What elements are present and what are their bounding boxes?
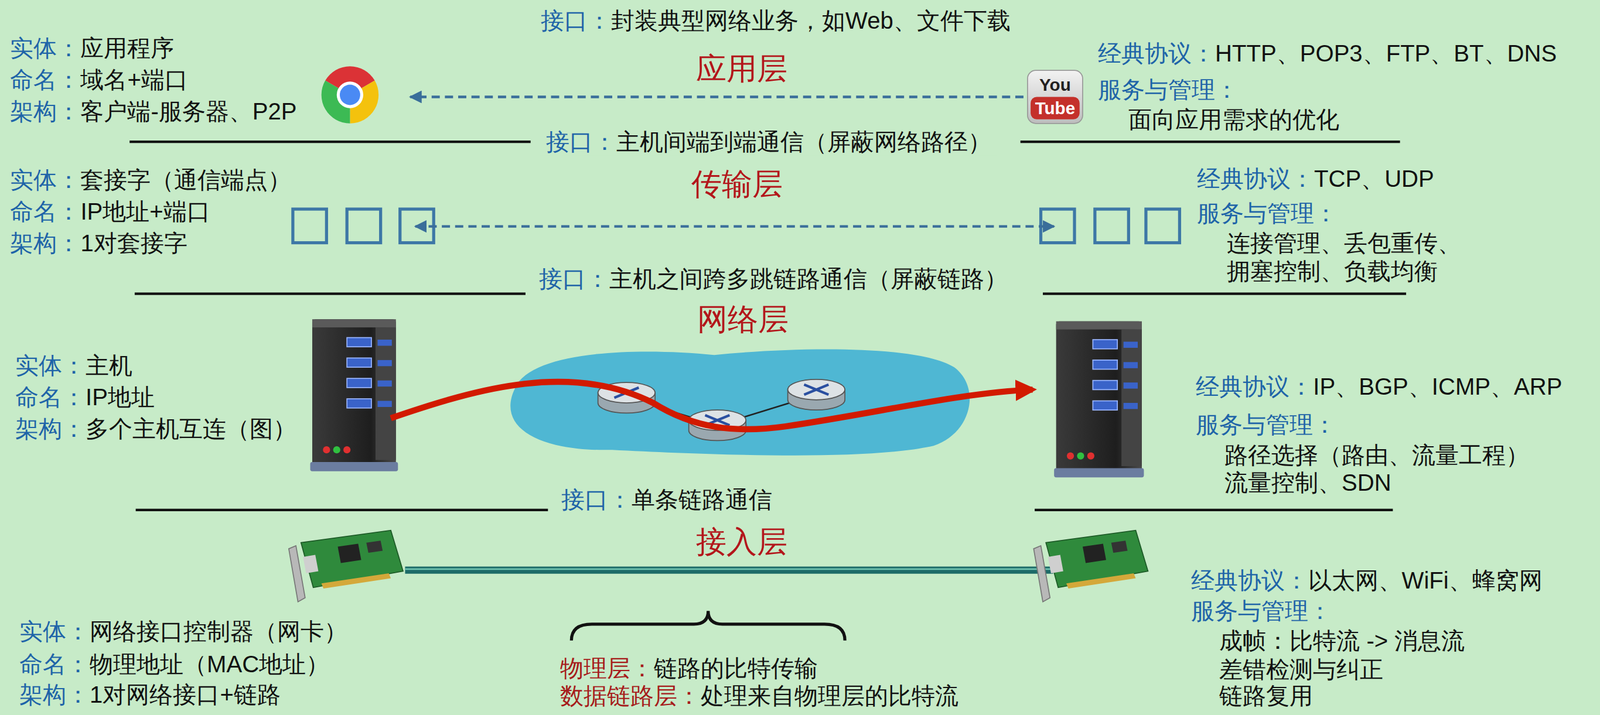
router-symbol: [598, 379, 845, 442]
field-label: 经典协议：: [1195, 372, 1313, 401]
link-line: [404, 569, 1053, 571]
field-label: 服务与管理：: [1196, 199, 1338, 228]
server-icon: [309, 319, 1144, 478]
field-value: 成帧：比特流 -> 消息流: [1219, 626, 1465, 655]
field-value: 路径选择（路由、流量工程）: [1224, 441, 1530, 470]
field-label: 命名：: [9, 196, 81, 225]
route-arrow: [390, 381, 1033, 430]
layer-separator: [129, 141, 1407, 511]
browser-icon: [321, 66, 380, 124]
field-label: 服务与管理：: [1195, 410, 1337, 439]
layer-title: 传输层: [691, 165, 783, 203]
video-site-icon: [1027, 70, 1083, 124]
field-label: 命名：: [15, 382, 86, 411]
field-value: 主机之间跨多跳链路通信（屏蔽链路）: [609, 264, 1008, 293]
field-value: 主机: [85, 350, 133, 380]
field-value: HTTP、POP3、FTP、BT、DNS: [1215, 39, 1557, 68]
field-value: 拥塞控制、负载均衡: [1226, 257, 1438, 286]
field-label: 接口：: [540, 6, 612, 35]
field-value: 以太网、WiFi、蜂窝网: [1308, 566, 1543, 595]
field-value: 链路的比特传输: [653, 654, 818, 683]
field-label: 架构：: [19, 680, 90, 709]
sublayer-name: 数据链路层：: [560, 681, 701, 711]
field-value: 主机间端到端通信（屏蔽网络路径）: [616, 127, 998, 156]
field-value: 1对套接字: [80, 228, 187, 257]
field-label: 架构：: [9, 228, 81, 257]
field-label: 实体：: [19, 617, 90, 646]
field-value: 处理来自物理层的比特流: [700, 681, 959, 711]
field-label: 经典协议：: [1196, 164, 1315, 193]
field-value: 封装典型网络业务，如Web、文件下载: [611, 6, 1011, 35]
field-value: 应用程序: [80, 33, 175, 63]
field-value: 连接管理、丢包重传、: [1226, 228, 1462, 257]
field-value: 1对网络接口+链路: [89, 680, 281, 709]
field-value: 域名+端口: [80, 65, 188, 94]
field-label: 命名：: [9, 65, 81, 94]
field-value: 差错检测与纠正: [1219, 655, 1384, 684]
field-value: 链路复用: [1219, 681, 1313, 711]
field-label: 架构：: [15, 414, 86, 443]
field-value: 套接字（通信端点）: [80, 165, 292, 194]
field-label: 命名：: [19, 650, 90, 679]
field-label: 经典协议：: [1191, 566, 1309, 595]
dashed-arrow: [410, 95, 1024, 98]
field-value: 流量控制、SDN: [1224, 468, 1392, 497]
logo-text: You: [1039, 74, 1071, 96]
field-label: 实体：: [15, 350, 86, 380]
field-value: 多个主机互连（图）: [85, 414, 297, 443]
field-value: IP地址+端口: [80, 196, 210, 225]
field-label: 实体：: [9, 33, 81, 63]
field-label: 服务与管理：: [1097, 75, 1239, 104]
field-label: 接口：: [540, 127, 617, 156]
field-label: 架构：: [9, 97, 81, 126]
socket-square: [292, 209, 1180, 243]
brace: [571, 611, 845, 641]
network-cloud: [510, 349, 970, 456]
field-value: 网络接口控制器（网卡）: [89, 617, 348, 646]
field-label: 接口：: [561, 485, 632, 514]
field-value: 物理地址（MAC地址）: [89, 650, 330, 679]
field-value: 面向应用需求的优化: [1128, 105, 1340, 134]
field-value: IP、BGP、ICMP、ARP: [1312, 372, 1562, 401]
layer-title: 接入层: [696, 523, 788, 561]
field-label: 经典协议：: [1097, 39, 1216, 68]
field-value: 单条链路通信: [631, 485, 773, 514]
sublayer-name: 物理层：: [560, 654, 654, 683]
field-value: TCP、UDP: [1314, 164, 1435, 193]
logo-text: Tube: [1035, 97, 1076, 119]
field-label: 接口：: [538, 264, 610, 293]
dashed-arrow: [415, 225, 1054, 228]
field-label: 服务与管理：: [1191, 596, 1332, 626]
field-value: 客户端-服务器、P2P: [80, 97, 297, 126]
layer-title: 网络层: [697, 301, 789, 339]
field-label: 实体：: [9, 165, 81, 194]
field-value: IP地址: [85, 382, 155, 411]
layer-title: 应用层: [696, 49, 788, 87]
